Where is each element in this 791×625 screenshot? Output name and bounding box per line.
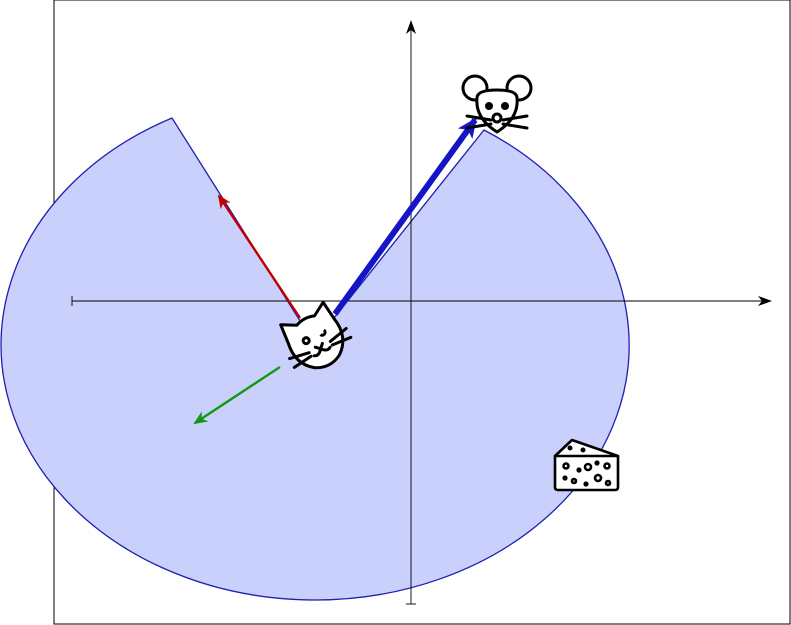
heading-vector xyxy=(217,194,301,319)
cat-viewpoint-wedge xyxy=(302,322,330,343)
cheese-wedge-icon xyxy=(553,438,620,492)
cat-to-mouse-vector xyxy=(332,117,478,316)
coordinate-axes xyxy=(71,20,772,605)
mouse-face-icon xyxy=(461,74,533,134)
perpendicular-vector xyxy=(193,365,281,425)
